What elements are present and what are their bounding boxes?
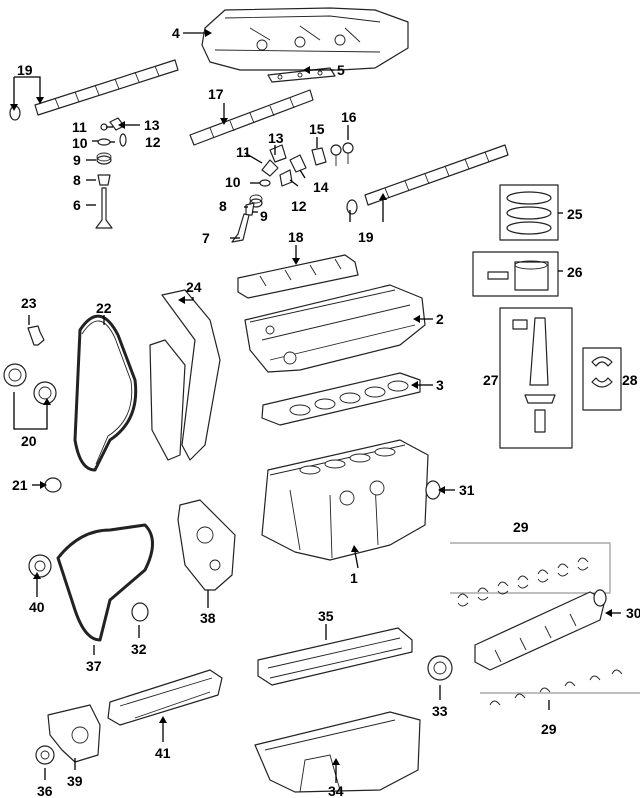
callout-13-left[interactable]: 13 [144, 117, 160, 133]
callout-17[interactable]: 17 [208, 86, 224, 102]
valve-actuators[interactable] [311, 142, 354, 166]
piston[interactable] [472, 251, 559, 297]
callout-39[interactable]: 39 [67, 773, 83, 789]
callout-20[interactable]: 20 [21, 433, 37, 449]
cam-bearing-ladder[interactable] [237, 254, 359, 299]
leader-lines [10, 29, 621, 783]
callout-23[interactable]: 23 [21, 295, 37, 311]
callout-labels: 4 5 19 13 11 10 12 9 8 6 17 11 13 10 8 9… [12, 25, 640, 798]
callout-8-left[interactable]: 8 [73, 172, 81, 188]
timing-cover[interactable] [177, 499, 236, 591]
callout-3[interactable]: 3 [436, 377, 444, 393]
front-seal[interactable] [131, 602, 149, 622]
callout-25[interactable]: 25 [567, 206, 583, 222]
oil-pan[interactable] [254, 711, 421, 793]
callout-29-upper[interactable]: 29 [513, 519, 529, 535]
camshaft-exhaust[interactable] [346, 144, 509, 215]
callout-37[interactable]: 37 [86, 658, 102, 674]
callout-36[interactable]: 36 [37, 783, 53, 798]
callout-26[interactable]: 26 [567, 264, 583, 280]
timing-chain-lower[interactable] [56, 523, 154, 642]
callout-22[interactable]: 22 [96, 300, 112, 316]
callout-28[interactable]: 28 [622, 372, 638, 388]
callout-35[interactable]: 35 [318, 608, 334, 624]
callout-21[interactable]: 21 [12, 477, 28, 493]
callout-16[interactable]: 16 [341, 109, 357, 125]
callout-1[interactable]: 1 [350, 570, 358, 586]
callout-41[interactable]: 41 [155, 745, 171, 761]
callout-19-right[interactable]: 19 [358, 229, 374, 245]
oil-pump-sprocket[interactable] [35, 745, 55, 765]
main-bearings-upper[interactable] [450, 542, 611, 607]
callout-9-center[interactable]: 9 [260, 208, 268, 224]
rear-main-seal[interactable] [425, 480, 441, 500]
camshaft-intake[interactable] [189, 89, 314, 146]
vibration-damper[interactable] [427, 655, 453, 681]
callout-11-center[interactable]: 11 [236, 144, 251, 160]
callout-19-left[interactable]: 19 [17, 62, 33, 78]
callout-13-center[interactable]: 13 [268, 130, 284, 146]
callout-11-left[interactable]: 11 [72, 119, 87, 135]
callout-29-lower[interactable]: 29 [541, 721, 557, 737]
callout-33[interactable]: 33 [432, 703, 448, 719]
main-bearings-lower[interactable] [480, 669, 640, 706]
callout-4[interactable]: 4 [172, 25, 180, 41]
cylinder-head[interactable] [244, 284, 426, 373]
oil-pan-gasket[interactable] [257, 627, 413, 686]
callout-2[interactable]: 2 [436, 311, 444, 327]
crankshaft[interactable] [474, 589, 607, 671]
timing-chain-upper[interactable] [73, 314, 138, 472]
callout-6[interactable]: 6 [73, 197, 81, 213]
crank-seal-small[interactable] [44, 477, 62, 493]
callout-40[interactable]: 40 [29, 599, 45, 615]
callout-12-left[interactable]: 12 [145, 134, 161, 150]
valve-cover[interactable] [201, 7, 409, 71]
callout-31[interactable]: 31 [459, 482, 475, 498]
timing-bolt[interactable] [27, 325, 45, 346]
callout-10-left[interactable]: 10 [72, 135, 88, 151]
callout-9-left[interactable]: 9 [73, 152, 81, 168]
camshaft-upper[interactable] [9, 59, 179, 121]
timing-guides-upper[interactable] [149, 289, 221, 461]
callout-34[interactable]: 34 [328, 783, 344, 798]
callout-7[interactable]: 7 [202, 230, 210, 246]
callout-15[interactable]: 15 [309, 121, 325, 137]
valve-train-left[interactable] [95, 117, 127, 229]
rod-bearings[interactable] [582, 347, 622, 411]
head-gasket[interactable] [261, 372, 421, 426]
oil-pump[interactable] [47, 704, 101, 763]
callout-12-center[interactable]: 12 [291, 198, 307, 214]
timing-sprockets[interactable] [3, 363, 57, 405]
callout-24[interactable]: 24 [186, 279, 202, 295]
piston-rings[interactable] [499, 184, 559, 241]
callout-10-center[interactable]: 10 [225, 174, 241, 190]
callout-27[interactable]: 27 [483, 372, 499, 388]
callout-18[interactable]: 18 [288, 229, 304, 245]
callout-5[interactable]: 5 [337, 62, 345, 78]
balance-shaft-housing[interactable] [107, 669, 223, 726]
callout-14[interactable]: 14 [313, 179, 329, 195]
callout-32[interactable]: 32 [131, 641, 147, 657]
callout-38[interactable]: 38 [200, 610, 216, 626]
callout-8-center[interactable]: 8 [219, 198, 227, 214]
engine-block[interactable] [261, 439, 429, 561]
crank-sprocket[interactable] [28, 554, 52, 578]
connecting-rod[interactable] [499, 307, 573, 449]
callout-30[interactable]: 30 [626, 605, 640, 621]
